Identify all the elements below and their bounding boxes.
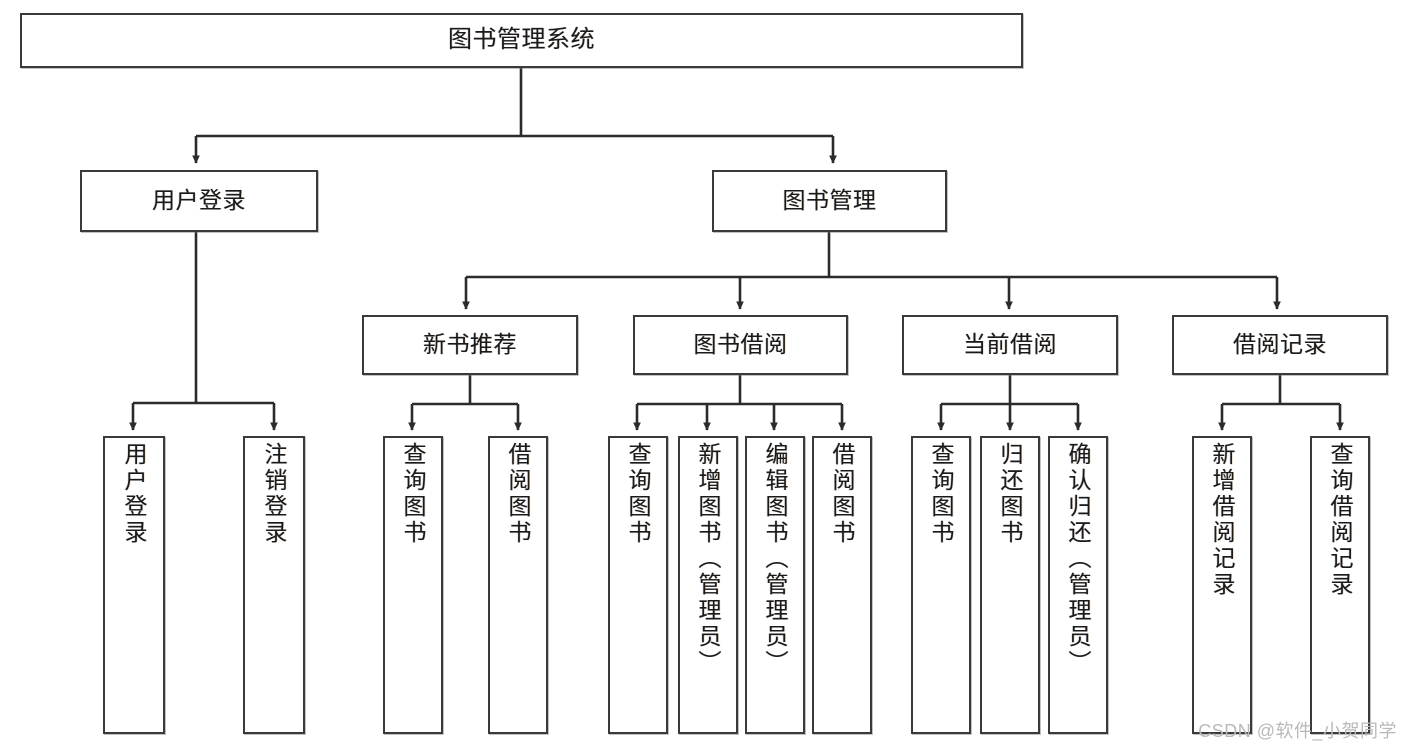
leaf-query-borrowing-record[interactable]: 查询借阅记录 [1310,436,1370,734]
node-label: 借阅记录 [1233,331,1327,358]
node-label: 借阅图书 [829,442,856,546]
leaf-add-book-admin[interactable]: 新增图书（管理员） [678,436,738,734]
node-label: 借阅图书 [505,442,532,546]
leaf-edit-book-admin[interactable]: 编辑图书（管理员） [745,436,805,734]
node-user-login[interactable]: 用户登录 [80,170,318,232]
node-book-management[interactable]: 图书管理 [712,170,947,232]
node-label: 新增借阅记录 [1209,442,1236,598]
node-label: 归还图书 [997,442,1024,546]
node-label: 查询图书 [625,442,652,546]
node-label: 确认归还（管理员） [1065,442,1092,676]
leaf-user-login[interactable]: 用户登录 [103,436,165,734]
node-current-borrowing[interactable]: 当前借阅 [902,315,1118,375]
leaf-logout[interactable]: 注销登录 [243,436,305,734]
node-label: 查询图书 [928,442,955,546]
leaf-query-book-borrowing[interactable]: 查询图书 [608,436,668,734]
node-borrowing-records[interactable]: 借阅记录 [1172,315,1388,375]
leaf-query-book-current[interactable]: 查询图书 [911,436,971,734]
node-label: 当前借阅 [963,331,1057,358]
node-book-borrowing[interactable]: 图书借阅 [633,315,848,375]
leaf-confirm-return-admin[interactable]: 确认归还（管理员） [1048,436,1108,734]
node-label: 图书管理系统 [448,26,595,54]
node-label: 用户登录 [152,187,246,214]
leaf-query-book-recommendation[interactable]: 查询图书 [383,436,443,734]
node-label: 编辑图书（管理员） [762,442,789,676]
leaf-borrow-book-borrowing[interactable]: 借阅图书 [812,436,872,734]
leaf-borrow-book-recommendation[interactable]: 借阅图书 [488,436,548,734]
node-label: 新增图书（管理员） [695,442,722,676]
node-label: 用户登录 [121,442,148,546]
node-label: 注销登录 [261,442,288,546]
watermark-text: CSDN @软件_小贺同学 [1198,721,1397,741]
node-label: 图书借阅 [693,331,788,358]
node-label: 查询图书 [400,442,427,546]
node-label: 图书管理 [782,187,877,214]
leaf-add-borrowing-record[interactable]: 新增借阅记录 [1192,436,1252,734]
node-root-book-management-system[interactable]: 图书管理系统 [20,13,1023,68]
node-new-book-recommendation[interactable]: 新书推荐 [362,315,578,375]
node-label: 新书推荐 [423,331,517,358]
leaf-return-book[interactable]: 归还图书 [980,436,1040,734]
node-label: 查询借阅记录 [1327,442,1354,598]
